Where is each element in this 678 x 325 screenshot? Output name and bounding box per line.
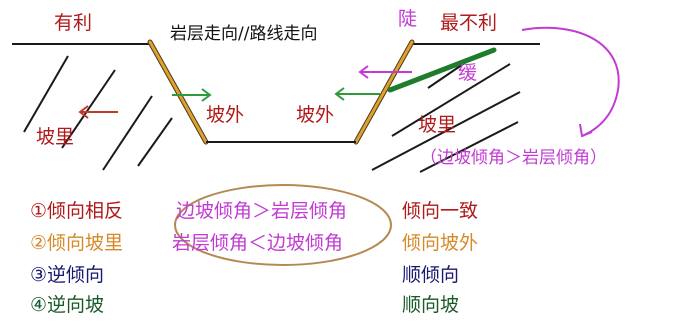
- row2-right: 倾向坡外: [402, 232, 479, 254]
- row1-left: ①倾向相反: [30, 200, 124, 222]
- label-gentle: 缓: [458, 62, 478, 84]
- row2-left: ②倾向坡里: [30, 232, 124, 254]
- label-favorable: 有利: [54, 12, 93, 34]
- row3-right: 顺倾向: [402, 264, 460, 286]
- row4-right: 顺向坡: [402, 294, 460, 316]
- label-steep: 陡: [398, 8, 418, 30]
- left-strata-lines: [23, 55, 173, 171]
- label-most-unfavorable: 最不利: [440, 12, 498, 34]
- green-arrow-right: [334, 87, 380, 101]
- row3-left: ③逆倾向: [30, 264, 105, 286]
- red-arrow-inner: [78, 105, 118, 119]
- label-slope-outer-right: 坡外: [296, 104, 335, 126]
- row4-left: ④逆向坡: [30, 294, 105, 316]
- magenta-curved-arrow: [521, 26, 620, 138]
- green-arrow-left: [172, 88, 212, 102]
- label-slope-outer-left: 坡外: [206, 104, 245, 126]
- gentle-bedding-plane: [387, 47, 497, 93]
- row1-right: 倾向一致: [402, 200, 479, 222]
- label-condition: （边坡倾角＞岩层倾角）: [420, 148, 607, 168]
- right-cut-slope: [354, 40, 414, 144]
- right-strata-lines: [371, 57, 521, 173]
- row2-middle: 岩层倾角＜边坡倾角: [172, 232, 344, 254]
- row1-middle: 边坡倾角＞岩层倾角: [176, 200, 348, 222]
- magenta-arrow: [358, 65, 412, 79]
- label-strike-parallel: 岩层走向//路线走向: [170, 24, 318, 44]
- label-slope-inner-right: 坡里: [418, 114, 457, 136]
- highlight-ellipse: [174, 184, 392, 266]
- left-cut-slope: [148, 40, 208, 144]
- label-slope-inner-left: 坡里: [36, 126, 75, 148]
